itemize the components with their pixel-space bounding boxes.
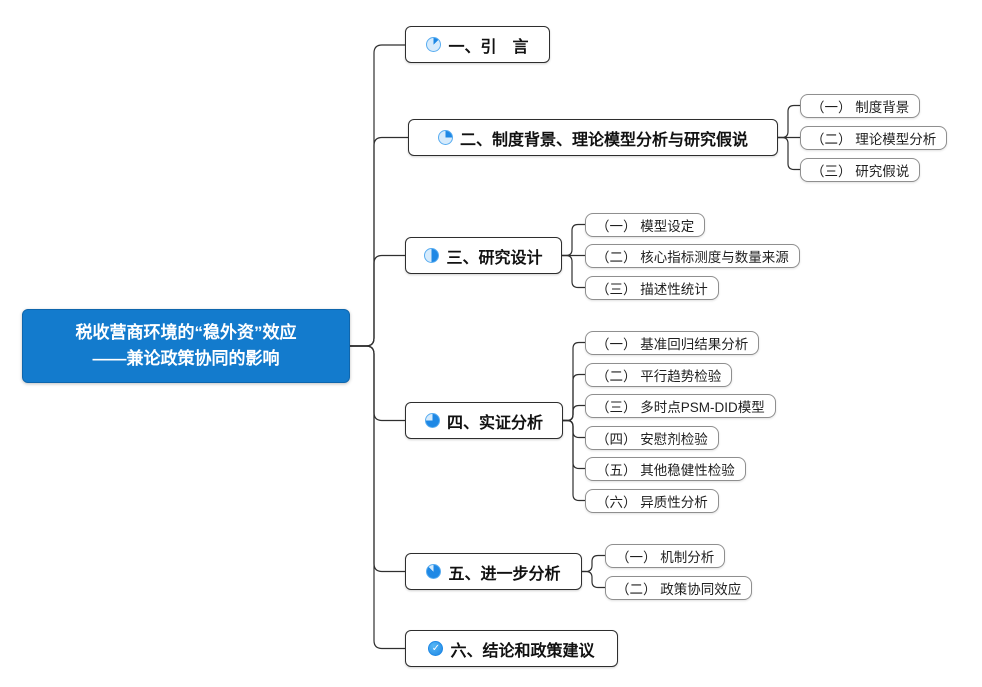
subtopic-label: （四） 安慰剂检验 — [596, 432, 708, 447]
root-topic[interactable]: 税收营商环境的“稳外资”效应 ——兼论政策协同的影响 — [22, 309, 350, 383]
subtopic-model-setting[interactable]: （一） 模型设定 — [585, 213, 706, 237]
subtopic-label: （六） 异质性分析 — [596, 495, 708, 510]
subtopic-research-hypothesis[interactable]: （三） 研究假说 — [800, 158, 921, 182]
root-title-line1: 税收营商环境的“稳外资”效应 — [75, 322, 297, 342]
branch-topic-background-theory[interactable]: 二、制度背景、理论模型分析与研究假说 — [408, 119, 778, 156]
subtopic-label: （一） 基准回归结果分析 — [596, 337, 749, 352]
subtopic-baseline-regression[interactable]: （一） 基准回归结果分析 — [585, 331, 760, 355]
subtopic-institutional-background[interactable]: （一） 制度背景 — [800, 94, 921, 118]
subtopic-policy-synergy-effect[interactable]: （二） 政策协同效应 — [605, 576, 753, 600]
branch-label: 六、结论和政策建议 — [450, 642, 595, 660]
subtopic-placebo-test[interactable]: （四） 安慰剂检验 — [585, 426, 719, 450]
subtopic-label: （一） 机制分析 — [616, 550, 715, 565]
branch-topic-empirical-analysis[interactable]: 四、实证分析 — [405, 402, 563, 439]
subtopic-core-indicators[interactable]: （二） 核心指标测度与数量来源 — [585, 244, 800, 268]
subtopic-mechanism-analysis[interactable]: （一） 机制分析 — [605, 544, 726, 568]
task-progress-7of8-icon — [426, 564, 442, 579]
subtopic-label: （一） 制度背景 — [811, 100, 910, 115]
subtopic-label: （二） 政策协同效应 — [616, 582, 742, 597]
branch-label: 一、引 言 — [448, 38, 529, 56]
root-title-line2: ——兼论政策协同的影响 — [92, 349, 280, 368]
branch-label: 三、研究设计 — [446, 249, 543, 267]
subtopic-label: （三） 描述性统计 — [596, 282, 708, 297]
subtopic-theoretical-model[interactable]: （二） 理论模型分析 — [800, 126, 948, 150]
branch-topic-research-design[interactable]: 三、研究设计 — [405, 237, 562, 274]
branch-topic-conclusion[interactable]: 六、结论和政策建议 — [405, 630, 618, 667]
subtopic-psm-did-model[interactable]: （三） 多时点PSM-DID模型 — [585, 394, 776, 418]
subtopic-heterogeneity-analysis[interactable]: （六） 异质性分析 — [585, 489, 719, 513]
subtopic-label: （二） 理论模型分析 — [811, 132, 937, 147]
subtopic-descriptive-statistics[interactable]: （三） 描述性统计 — [585, 276, 719, 300]
branch-label: 二、制度背景、理论模型分析与研究假说 — [459, 131, 748, 149]
task-progress-1of8-icon — [426, 37, 442, 52]
subtopic-label: （五） 其他稳健性检验 — [596, 463, 735, 478]
task-progress-6of8-icon — [424, 413, 440, 428]
task-done-icon — [428, 641, 444, 656]
subtopic-label: （二） 平行趋势检验 — [596, 369, 722, 384]
subtopic-label: （二） 核心指标测度与数量来源 — [596, 250, 789, 265]
branch-label: 四、实证分析 — [446, 414, 543, 432]
subtopic-label: （三） 多时点PSM-DID模型 — [596, 400, 765, 415]
task-progress-2of8-icon — [437, 130, 453, 145]
branch-label: 五、进一步分析 — [448, 565, 561, 583]
branch-topic-further-analysis[interactable]: 五、进一步分析 — [405, 553, 582, 590]
branch-topic-introduction[interactable]: 一、引 言 — [405, 26, 550, 63]
subtopic-label: （一） 模型设定 — [596, 219, 695, 234]
subtopic-parallel-trend-test[interactable]: （二） 平行趋势检验 — [585, 363, 733, 387]
subtopic-label: （三） 研究假说 — [811, 164, 910, 179]
task-progress-4of8-icon — [424, 248, 440, 263]
subtopic-robustness-tests[interactable]: （五） 其他稳健性检验 — [585, 457, 746, 481]
